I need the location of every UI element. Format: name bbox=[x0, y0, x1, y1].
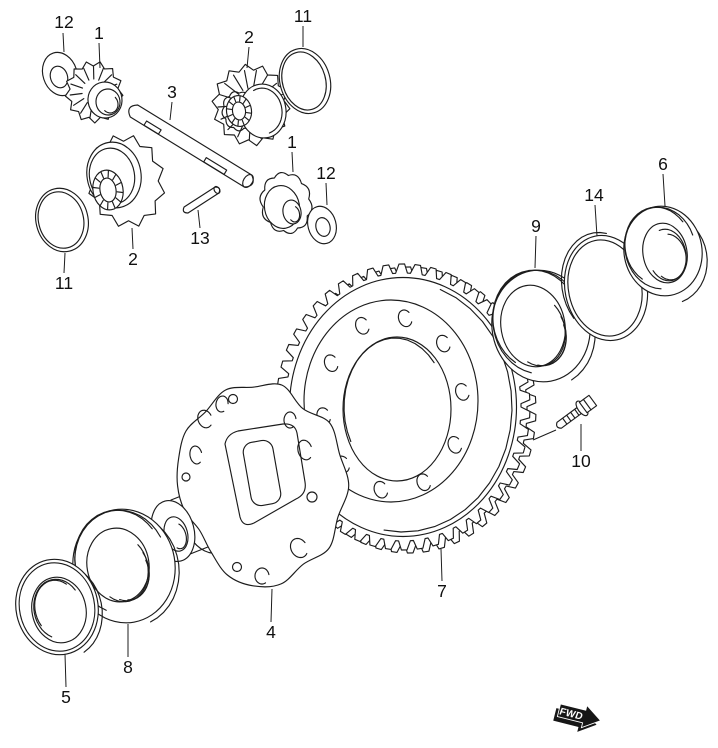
part-11-shim-ring-bottom bbox=[35, 187, 89, 253]
part-12-thrust-washer-right bbox=[307, 205, 337, 245]
callout-label-1a: 1 bbox=[94, 23, 104, 43]
part-1-bevel-pinion-gear-top bbox=[64, 61, 124, 124]
callout-label-3: 3 bbox=[167, 82, 177, 102]
callout-line-11b bbox=[63, 252, 66, 274]
callout-label-14: 14 bbox=[584, 185, 604, 205]
callout-line-2b bbox=[131, 227, 134, 250]
callout-label-4: 4 bbox=[266, 622, 276, 642]
callout-line2-10 bbox=[532, 429, 557, 441]
part-6-oil-seal-right bbox=[623, 205, 708, 303]
callout-label-7: 7 bbox=[437, 581, 447, 601]
callout-line-1b bbox=[291, 151, 294, 173]
callout-line-14 bbox=[594, 204, 598, 237]
callout-label-2a: 2 bbox=[244, 27, 254, 47]
callout-label-12a: 12 bbox=[54, 12, 73, 32]
callout-line-12a bbox=[62, 32, 65, 53]
callout-line-6 bbox=[662, 173, 666, 207]
callout-label-8: 8 bbox=[123, 657, 133, 677]
callout-label-13: 13 bbox=[190, 228, 209, 248]
callout-line-9 bbox=[534, 235, 537, 269]
callout-label-5: 5 bbox=[61, 687, 71, 707]
part-2-bevel-side-gear-top bbox=[211, 63, 291, 147]
part-1-bevel-pinion-gear-right bbox=[259, 171, 313, 235]
callout-line-3 bbox=[169, 101, 173, 121]
part-9-side-bearing-right bbox=[491, 269, 596, 383]
callout-label-10: 10 bbox=[571, 451, 591, 471]
part-13-lock-pin bbox=[182, 185, 221, 214]
part-4-differential-case bbox=[150, 383, 350, 588]
callout-label-2b: 2 bbox=[128, 249, 138, 269]
callout-label-9: 9 bbox=[531, 216, 541, 236]
callout-label-11a: 11 bbox=[294, 6, 312, 26]
callout-line-7 bbox=[440, 548, 443, 582]
callout-line-12b bbox=[325, 182, 328, 206]
fwd-arrow-face bbox=[556, 703, 602, 729]
part-11-shim-ring-top bbox=[278, 47, 332, 115]
fwd-direction-arrow: FWD bbox=[553, 703, 602, 732]
callout-label-6: 6 bbox=[658, 154, 668, 174]
callout-line-2a bbox=[246, 46, 250, 69]
part-5-oil-seal-left bbox=[15, 558, 103, 656]
callout-label-1b: 1 bbox=[287, 132, 297, 152]
callout-line-13 bbox=[197, 209, 201, 229]
part-3-differential-pinion-shaft bbox=[128, 104, 254, 188]
callout-line-1a bbox=[98, 42, 101, 69]
callout-label-11b: 11 bbox=[55, 273, 73, 293]
callout-label-12b: 12 bbox=[316, 163, 335, 183]
callout-line-5 bbox=[64, 653, 67, 688]
part-10-flange-bolt bbox=[556, 394, 598, 429]
part-2-bevel-side-gear-left bbox=[86, 135, 166, 227]
callout-line-4 bbox=[270, 588, 273, 623]
